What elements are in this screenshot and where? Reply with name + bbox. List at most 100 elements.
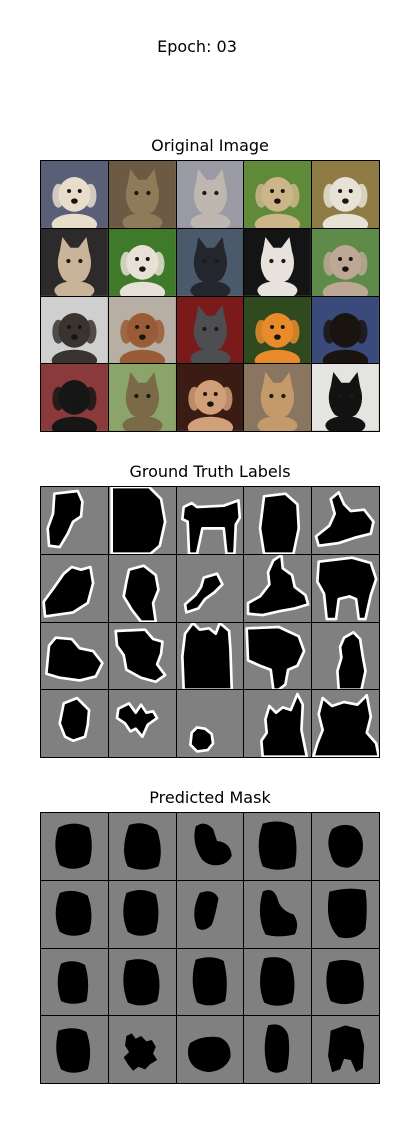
predicted-mask-tile bbox=[108, 1016, 176, 1083]
original-image-tile bbox=[244, 296, 312, 364]
ground-truth-tile bbox=[41, 622, 108, 690]
dog-eye bbox=[202, 392, 207, 397]
predicted-mask-blob bbox=[193, 823, 232, 866]
predicted-mask-blob bbox=[192, 956, 227, 1005]
dog-photo bbox=[244, 296, 312, 364]
ground-truth-tile bbox=[108, 487, 176, 554]
original-image-tile bbox=[108, 296, 176, 364]
cat-eye bbox=[269, 258, 274, 263]
dog-photo bbox=[312, 228, 379, 296]
dog-ear bbox=[52, 183, 65, 208]
dog-body bbox=[119, 281, 165, 296]
dog-eye bbox=[338, 189, 343, 194]
ground-truth-tile bbox=[176, 487, 244, 554]
panel-title-original: Original Image bbox=[151, 136, 269, 155]
dog-head bbox=[126, 244, 159, 280]
dog-head bbox=[329, 244, 362, 280]
ground-truth-tile bbox=[176, 690, 244, 757]
dog-ear bbox=[152, 319, 165, 344]
dog-ear bbox=[323, 183, 336, 208]
predicted-mask-tile bbox=[244, 1016, 312, 1083]
ground-truth-tile bbox=[312, 554, 379, 622]
dog-head bbox=[329, 312, 362, 348]
dog-head bbox=[58, 380, 91, 415]
dog-body bbox=[119, 349, 165, 364]
ground-truth-silhouette bbox=[247, 554, 310, 617]
panel-title-predicted: Predicted Mask bbox=[149, 788, 271, 807]
dog-photo bbox=[108, 296, 176, 364]
predicted-mask-tile bbox=[244, 813, 312, 880]
dog-eye bbox=[134, 256, 139, 261]
dog-body bbox=[322, 349, 369, 364]
predicted-mask-tile bbox=[41, 880, 108, 948]
cat-body bbox=[257, 416, 298, 431]
predicted-mask-blob bbox=[57, 960, 89, 1004]
dog-nose bbox=[138, 333, 146, 340]
ground-truth-silhouette bbox=[115, 702, 159, 739]
ground-truth-silhouette bbox=[188, 726, 214, 753]
cat-eye bbox=[281, 394, 286, 399]
cat-photo bbox=[176, 296, 244, 364]
dog-eye bbox=[270, 324, 275, 329]
figure-suptitle: Epoch: 03 bbox=[157, 37, 237, 56]
cat-eye bbox=[201, 326, 207, 331]
cat-head bbox=[57, 236, 92, 283]
cat-eye bbox=[146, 190, 151, 196]
dog-ear bbox=[187, 386, 200, 411]
ground-truth-tile bbox=[244, 690, 312, 757]
dog-eye bbox=[281, 324, 286, 329]
dog-ear bbox=[52, 386, 65, 411]
ground-truth-tile bbox=[41, 487, 108, 554]
cat-photo bbox=[108, 364, 176, 431]
original-image-tile bbox=[176, 228, 244, 296]
dog-nose bbox=[342, 198, 349, 204]
dog-ear bbox=[323, 319, 336, 344]
ground-truth-tile bbox=[41, 554, 108, 622]
dog-eye bbox=[67, 189, 72, 194]
predicted-mask-blob bbox=[328, 1025, 365, 1073]
cat-photo bbox=[41, 228, 108, 296]
dog-head bbox=[58, 312, 91, 348]
predicted-mask-tile bbox=[108, 813, 176, 880]
predicted-mask-grid bbox=[40, 812, 380, 1084]
dog-nose bbox=[342, 266, 349, 272]
cat-head bbox=[261, 372, 295, 419]
dog-ear bbox=[220, 386, 233, 411]
cat-head bbox=[193, 169, 227, 216]
original-image-tile bbox=[312, 161, 379, 228]
dog-eye bbox=[348, 324, 353, 329]
predicted-mask-tile bbox=[41, 1016, 108, 1083]
dog-nose bbox=[274, 198, 282, 204]
cat-body bbox=[189, 348, 231, 364]
dog-nose bbox=[71, 401, 78, 407]
dog-head bbox=[329, 177, 362, 212]
cat-photo bbox=[108, 161, 176, 228]
cat-photo bbox=[176, 228, 244, 296]
ground-truth-silhouette bbox=[110, 487, 167, 554]
ground-truth-tile bbox=[176, 622, 244, 690]
dog-ear bbox=[84, 386, 97, 411]
dog-head bbox=[58, 177, 91, 212]
dog-body bbox=[255, 349, 301, 364]
dog-body bbox=[187, 416, 233, 431]
cat-head bbox=[193, 236, 227, 283]
cat-head bbox=[125, 372, 159, 419]
predicted-mask-tile bbox=[312, 813, 379, 880]
dog-eye bbox=[145, 324, 150, 329]
cat-eye bbox=[213, 190, 219, 196]
dog-ear bbox=[287, 183, 300, 208]
predicted-mask-tile bbox=[176, 813, 244, 880]
dog-ear bbox=[84, 183, 97, 208]
cat-eye bbox=[134, 190, 139, 196]
original-image-tile bbox=[176, 364, 244, 431]
predicted-mask-tile bbox=[176, 948, 244, 1016]
original-image-tile bbox=[312, 296, 379, 364]
dog-body bbox=[322, 281, 369, 296]
dog-eye bbox=[338, 256, 343, 261]
dog-body bbox=[255, 213, 301, 228]
ground-truth-silhouette bbox=[183, 572, 224, 614]
original-image-tile bbox=[244, 364, 312, 431]
ground-truth-tile bbox=[108, 690, 176, 757]
ground-truth-silhouette bbox=[314, 491, 375, 548]
predicted-mask-tile bbox=[108, 880, 176, 948]
